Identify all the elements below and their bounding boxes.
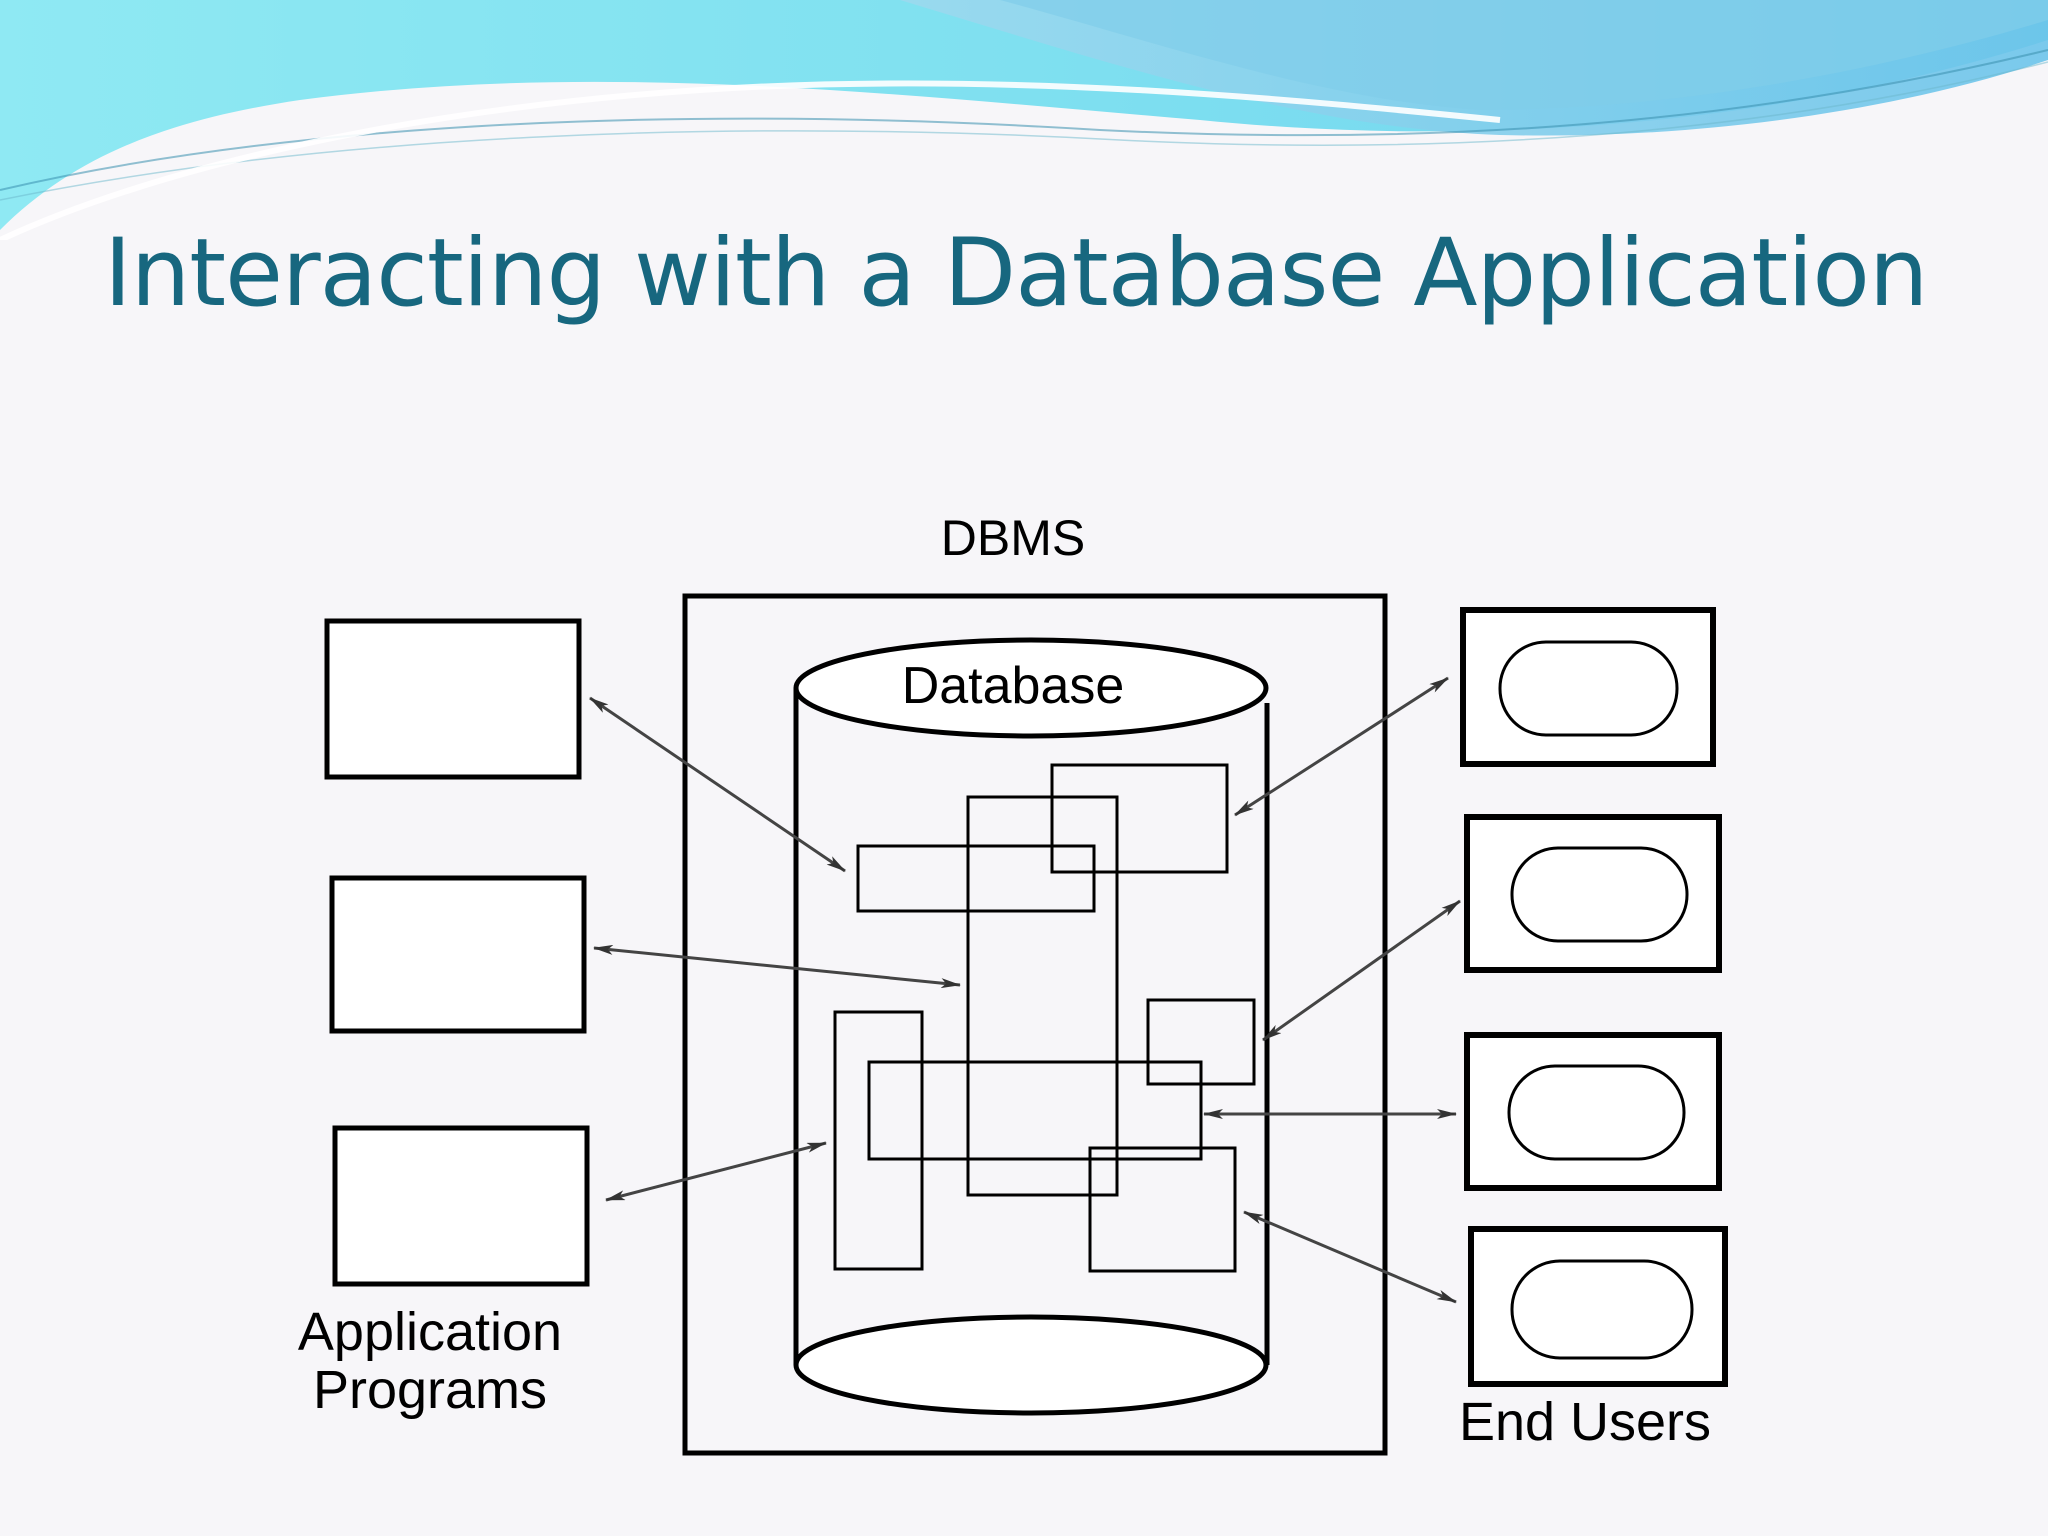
application-programs-label-line2: Programs xyxy=(313,1360,547,1420)
record-rect xyxy=(833,1010,924,1271)
arrow-app3-database xyxy=(605,1141,827,1202)
terminal-screen xyxy=(1510,1259,1694,1360)
application-program-box xyxy=(329,875,587,1034)
arrow-app2-database xyxy=(593,944,961,989)
terminal-screen xyxy=(1507,1064,1686,1161)
database-cylinder xyxy=(793,637,1270,1416)
application-program-box xyxy=(332,1125,590,1287)
database-label: Database xyxy=(902,657,1125,715)
record-rect xyxy=(856,844,1096,913)
end-user-terminal xyxy=(1464,814,1722,973)
terminal-screen xyxy=(1498,640,1679,737)
connection-arrows xyxy=(589,676,1461,1304)
record-rect xyxy=(867,1060,1203,1161)
dbms-label: DBMS xyxy=(941,510,1085,566)
end-user-terminal xyxy=(1464,1032,1722,1191)
record-rect xyxy=(1088,1146,1237,1273)
end-users xyxy=(1460,607,1728,1387)
record-rect xyxy=(1146,998,1256,1086)
slide-title: Interacting with a Database Application xyxy=(104,219,1928,328)
application-programs xyxy=(324,618,590,1287)
terminal-screen xyxy=(1510,846,1689,943)
database-internal-records xyxy=(833,763,1256,1273)
arrow-user4-database xyxy=(1243,1210,1457,1304)
record-rect xyxy=(1050,763,1229,874)
arrow-app1-database xyxy=(589,696,846,873)
end-user-terminal xyxy=(1460,607,1716,767)
arrow-user1-database xyxy=(1234,676,1449,817)
record-rect xyxy=(966,795,1119,1197)
application-program-box xyxy=(324,618,582,780)
header-wave-decoration xyxy=(0,0,2048,240)
arrow-user2-database xyxy=(1262,899,1461,1042)
end-users-label: End Users xyxy=(1459,1392,1711,1452)
application-programs-label-line1: Application xyxy=(298,1302,562,1362)
end-user-terminal xyxy=(1468,1226,1728,1387)
